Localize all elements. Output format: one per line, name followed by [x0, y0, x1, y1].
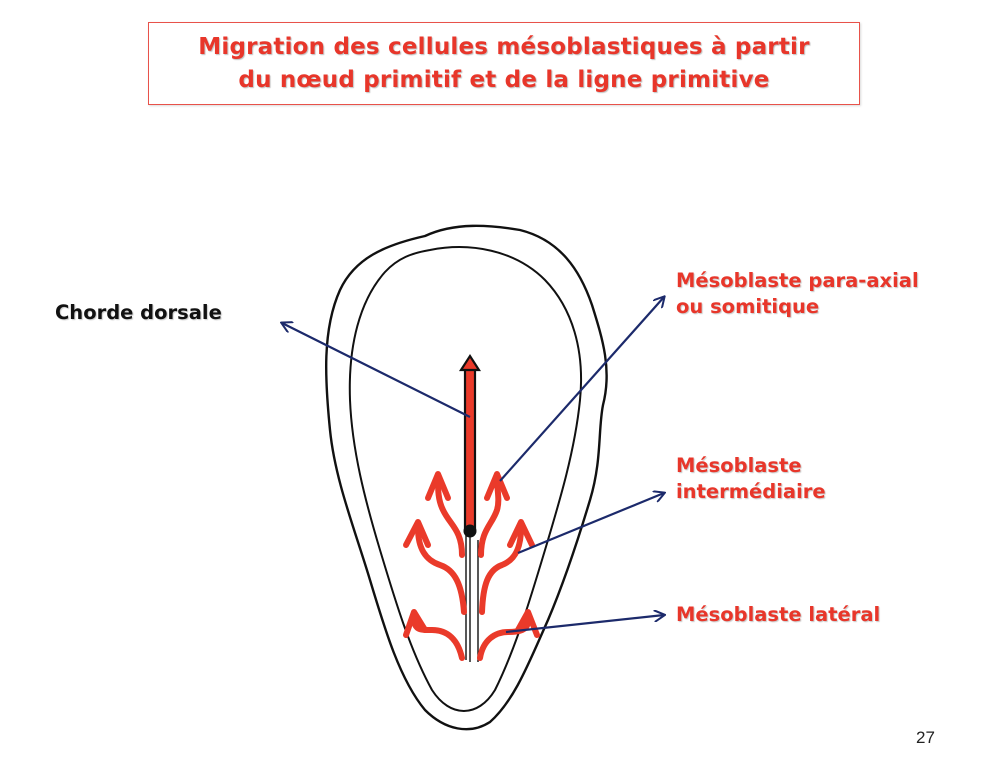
- label-paraxial-line2: ou somitique: [676, 295, 820, 318]
- pointer-intermediaire: [517, 493, 664, 555]
- notochord-arrow: [458, 353, 482, 532]
- page-number: 27: [916, 728, 935, 747]
- primitive-node: [463, 524, 477, 538]
- primitive-streak: [465, 533, 479, 662]
- label-paraxial-line1: Mésoblaste para-axial: [676, 269, 919, 292]
- title-box: Migration des cellules mésoblastiques à …: [148, 22, 860, 105]
- embryo-inner-outline: [348, 246, 583, 712]
- pointer-paraxial: [499, 297, 664, 482]
- label-mesoblaste-paraxial: Mésoblaste para-axial ou somitique: [676, 268, 919, 320]
- pointer-lateral: [505, 615, 664, 634]
- title-line-2: du nœud primitif et de la ligne primitiv…: [238, 66, 770, 93]
- label-chorde-dorsale: Chorde dorsale: [55, 301, 222, 324]
- label-intermediaire-line1: Mésoblaste: [676, 454, 802, 477]
- title-line-1: Migration des cellules mésoblastiques à …: [198, 33, 810, 60]
- label-mesoblaste-lateral: Mésoblaste latéral: [676, 603, 881, 626]
- label-mesoblaste-intermediaire: Mésoblaste intermédiaire: [676, 453, 826, 505]
- pointer-chorde: [282, 323, 471, 418]
- label-intermediaire-line2: intermédiaire: [676, 480, 826, 503]
- embryo-outer-outline: [324, 224, 608, 731]
- pointer-lines: [282, 297, 664, 634]
